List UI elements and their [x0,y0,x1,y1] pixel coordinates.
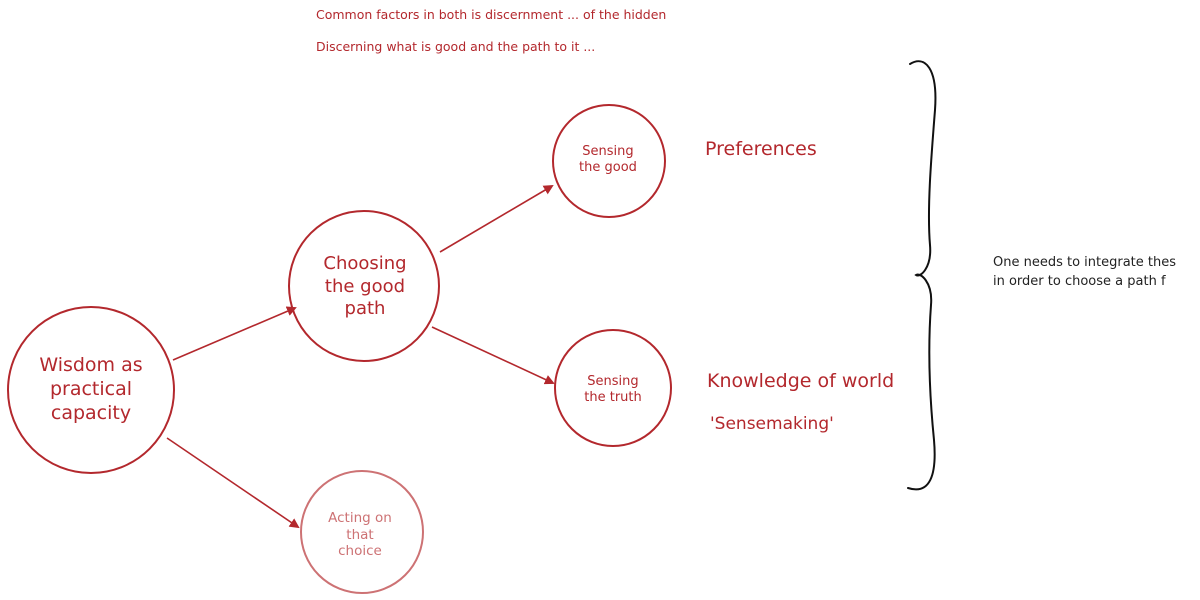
node-sensing-truth-circle [554,329,672,447]
arrow-choosing-to-sensing-truth [431,326,555,385]
node-choosing-circle [288,210,440,362]
node-sensing-truth-line: the truth [584,390,642,405]
node-wisdom-line: practical [49,378,133,401]
node-acting-line: choice [338,543,382,560]
node-acting-line: that [346,526,374,543]
node-choosing-line: Choosing [323,253,407,275]
note-common-factors: Common factors in both is discernment ..… [316,7,667,22]
node-wisdom-circle [7,306,175,474]
node-acting-circle [300,470,424,594]
node-wisdom-line: Wisdom as [39,354,143,377]
node-choosing-label: Choosing the good path [295,242,435,332]
node-sensing-good-line: the good [579,160,637,175]
arrow-choosing-to-sensing-good [439,184,554,253]
label-knowledge-of-world: Knowledge of world [707,370,895,392]
bracket-annotation-line: One needs to integrate thes [993,255,1177,270]
node-sensing-good-circle [552,104,666,218]
arrow-wisdom-to-acting [166,437,300,529]
node-acting-line: Acting on [328,509,392,526]
node-sensing-good-label: Sensing the good [558,130,658,190]
label-preferences: Preferences [705,138,817,160]
node-choosing-line: path [344,298,386,320]
arrow-wisdom-to-choosing [172,306,297,361]
label-sensemaking: 'Sensemaking' [710,414,834,434]
note-discerning: Discerning what is good and the path to … [316,39,596,54]
node-sensing-truth-label: Sensing the truth [558,360,668,420]
node-sensing-truth-line: Sensing [587,373,639,389]
node-choosing-line: the good [324,275,406,297]
node-wisdom-label: Wisdom as practical capacity [16,340,166,440]
node-acting-label: Acting on that choice [305,500,415,570]
curly-bracket [907,60,937,491]
node-wisdom-line: capacity [50,401,132,424]
bracket-annotation: One needs to integrate thes in order to … [993,254,1176,292]
bracket-annotation-line: in order to choose a path f [993,273,1166,289]
node-sensing-good-line: Sensing [582,143,634,159]
